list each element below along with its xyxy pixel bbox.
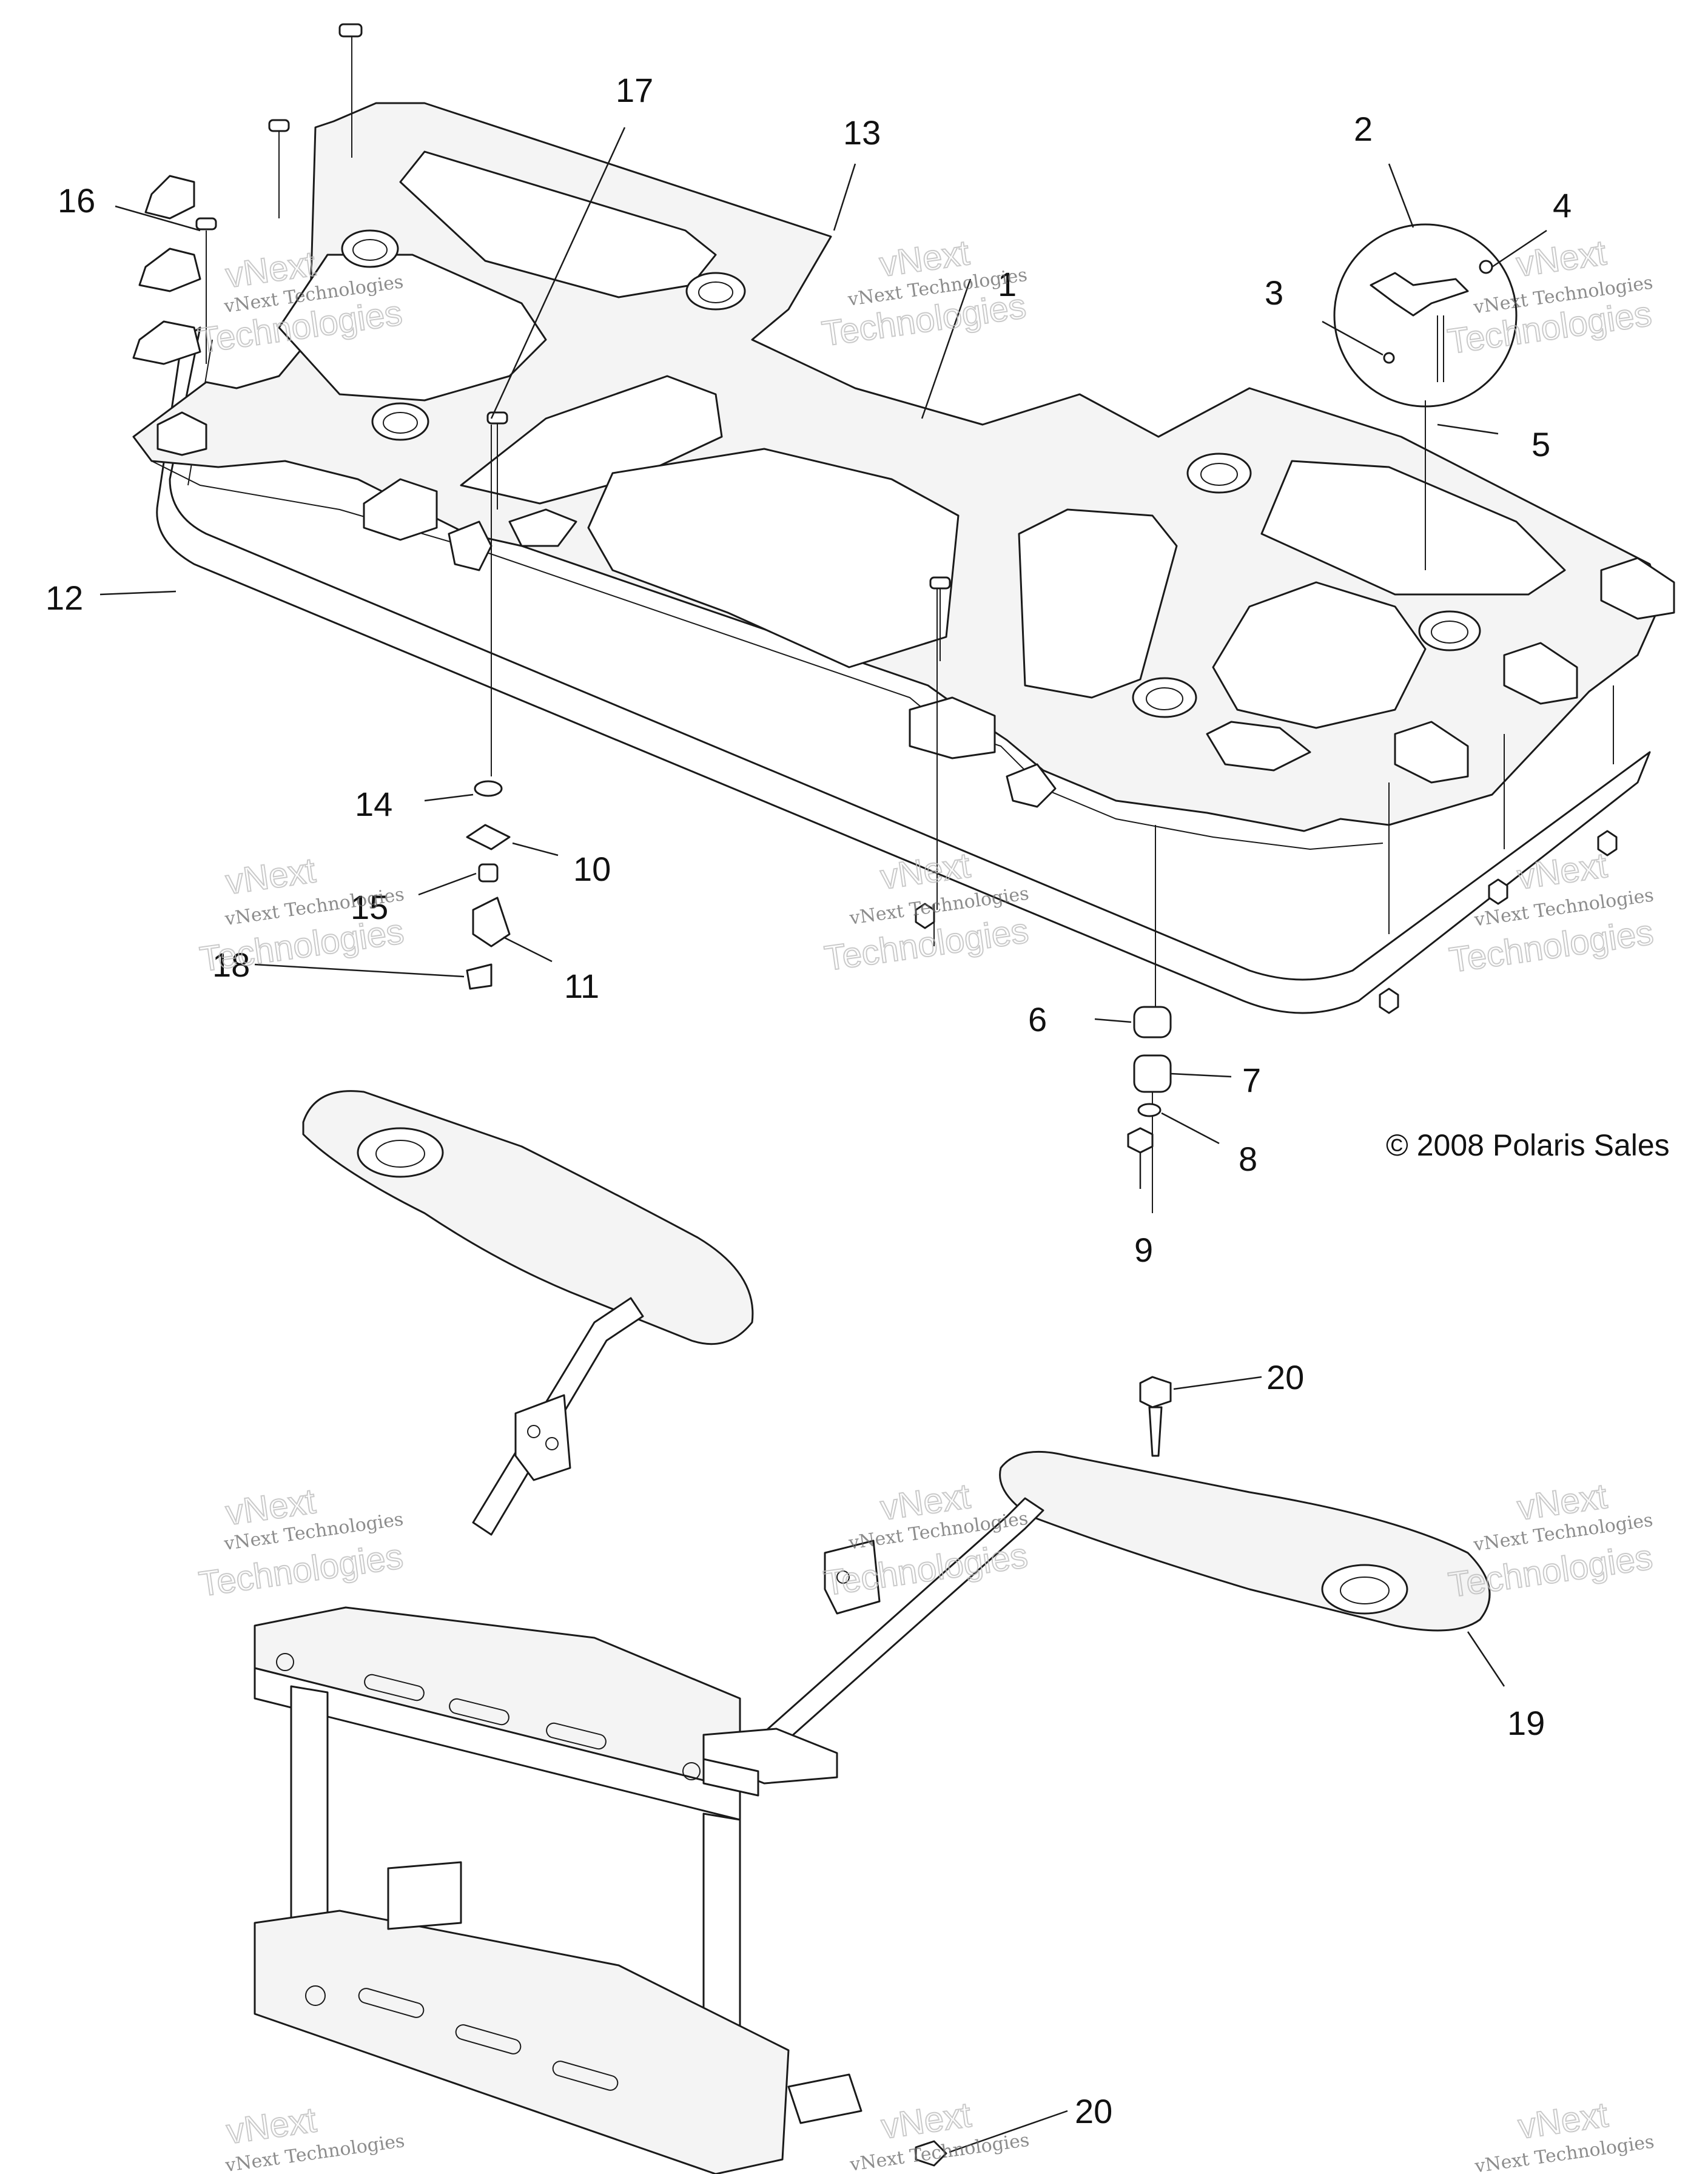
- callout-11: 11: [564, 967, 599, 1005]
- callout-6: 6: [1028, 1000, 1047, 1038]
- callout-13: 13: [843, 113, 881, 152]
- callout-4: 4: [1553, 186, 1572, 224]
- leader-lines: [99, 127, 1547, 2153]
- callout-20-upper: 20: [1266, 1358, 1304, 1396]
- support-frame-19: [254, 1090, 1491, 2174]
- hardware-left-stack: [466, 780, 511, 990]
- copyright-notice: © 2008 Polaris Sales: [1386, 1128, 1670, 1162]
- callout-5: 5: [1531, 425, 1550, 463]
- callout-17: 17: [616, 71, 653, 109]
- watermark-low-left: vNext vNext Technologies Technologies: [196, 1481, 406, 1604]
- mount-lines: [206, 36, 1614, 1213]
- callout-15: 15: [351, 888, 388, 926]
- callout-10: 10: [573, 850, 611, 888]
- watermark-vnext: vNext: [1514, 233, 1609, 284]
- watermark-low-right: vNext vNext Technologies Technologies: [1445, 1476, 1655, 1606]
- watermark-bottom-left: vNext vNext Technologies: [223, 2099, 406, 2174]
- callout-16: 16: [58, 181, 95, 220]
- bolts-20: [915, 1376, 1172, 2167]
- callout-12: 12: [45, 579, 83, 617]
- callout-2: 2: [1354, 110, 1373, 148]
- callout-8: 8: [1239, 1140, 1257, 1178]
- watermark-bottom-right: vNext vNext Technologies: [1473, 2095, 1656, 2174]
- callout-7: 7: [1242, 1061, 1261, 1099]
- callout-14: 14: [355, 785, 392, 823]
- watermark-bottom-center: vNext vNext Technologies: [848, 2095, 1031, 2174]
- callout-18: 18: [212, 946, 250, 984]
- callout-1: 1: [998, 265, 1017, 303]
- latch-detail-circle: [1333, 223, 1518, 408]
- callout-19: 19: [1507, 1704, 1545, 1742]
- watermark-vnext: vNext: [223, 850, 318, 902]
- callout-9: 9: [1134, 1231, 1153, 1269]
- frame-nuts: [915, 830, 1618, 1014]
- callout-3: 3: [1265, 274, 1283, 312]
- watermark-top-center: vNext vNext Technologies Technologies: [819, 232, 1029, 354]
- callout-20-lower: 20: [1075, 2092, 1112, 2130]
- watermark-mid-center: vNext vNext Technologies Technologies: [821, 845, 1031, 979]
- hardware-right-stack: [1127, 1006, 1172, 1154]
- rack-plate-13: [132, 102, 1675, 850]
